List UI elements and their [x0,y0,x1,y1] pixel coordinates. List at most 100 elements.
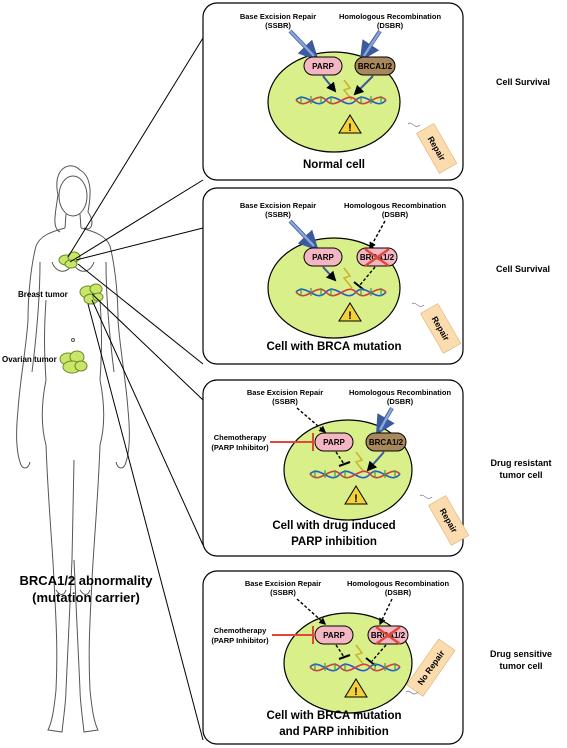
lightning-icon [354,644,365,666]
hr-label: Homologous Recombination [344,201,447,210]
chemo-label: Chemotherapy [214,626,267,635]
ber-pathway-dashed [296,598,327,625]
hr-arrow-inner [362,30,382,57]
warning-icon: ! [344,678,368,698]
brca-protein: BRCA1/2 [365,432,407,452]
chemo-inhibitor-line [272,626,314,644]
tag-string [405,690,419,695]
connector-lines [67,37,204,741]
outcome-label: Cell Survival [496,264,550,274]
carrier-title-line1: BRCA1/2 abnormality [20,573,154,588]
parp-inhibited-line [335,644,345,658]
panel-caption-line1: Cell with drug induced [272,520,395,532]
ber-label: Base Excision Repair [240,12,316,21]
outcome-label-line1: Drug sensitive [490,649,552,659]
cell-body [267,51,401,153]
svg-text:!: ! [348,122,352,134]
panel-caption: Cell with BRCA mutation [266,341,401,353]
brca-protein: BRCA1/2 [354,56,396,76]
brca-protein-mutated: BRCA1/2 [367,625,409,645]
dna-helix [295,96,387,105]
lightning-icon [354,451,365,473]
repair-tag: Repair [420,303,462,354]
brca-protein-mutated: BRCA1/2 [356,247,398,267]
tag-string [419,494,433,499]
chemo-sublabel: (PARP Inhibitor) [211,636,269,645]
connector-parp-top [91,293,204,401]
brca-inhibited-line [359,266,376,286]
breast-tumor-label: Breast tumor [18,290,68,299]
panel-normal-cell: Base Excision Repair (SSBR) Homologous R… [202,2,550,181]
brca-label: BRCA1/2 [358,62,393,71]
panel-synthetic-lethality: Base Excision Repair (SSBR) Homologous R… [202,570,552,745]
lightning-icon [342,267,353,289]
hr-sublabel: (DSBR) [377,21,404,30]
hr-label: Homologous Recombination [349,388,452,397]
panel-caption-line2: PARP inhibition [291,536,377,548]
figure-body [16,227,130,469]
svg-text:!: ! [354,686,358,698]
panel-caption-line2: and PARP inhibition [279,726,388,738]
panel-caption: Normal cell [303,159,365,171]
mutation-cross-icon [364,248,390,267]
connector-normal-bottom [69,179,204,263]
parp-label: PARP [323,631,345,640]
dna-helix [309,663,401,672]
parp-inhibited-line [335,451,345,465]
parp-protein: PARP [303,247,343,267]
dna-helix [309,470,401,479]
figure-hair [54,165,93,233]
outcome-label-line2: tumor cell [499,470,542,480]
ber-sublabel: (SSBR) [272,397,298,406]
lightning-icon [342,79,353,101]
tag-string [407,122,421,127]
hr-arrow-inner [378,407,394,431]
hr-pathway-dashed [369,220,386,250]
chemo-sublabel: (PARP Inhibitor) [211,443,269,452]
parp-protein: PARP [314,432,354,452]
parp-label: PARP [312,62,334,71]
carrier-title-line2: (mutation carrier) [32,590,140,605]
svg-text:!: ! [348,310,352,322]
parp-block-bar [338,654,351,660]
tumor-ovarian [59,350,88,374]
figure-head [58,175,88,217]
tumor-breast [79,283,104,305]
hr-sublabel: (DSBR) [387,397,414,406]
warning-icon: ! [338,302,362,322]
connector-sensitive [87,303,204,741]
hr-label: Homologous Recombination [339,12,442,21]
connector-parp-bottom [91,299,204,546]
repair-tag: Repair [428,495,470,546]
brca-inhibited-line [371,644,387,662]
parp-protein: PARP [303,56,343,76]
hr-label: Homologous Recombination [347,579,450,588]
repair-tag: Repair [416,123,458,174]
dna-helix [295,288,387,297]
panel-brca-mutation: Base Excision Repair (SSBR) Homologous R… [202,187,550,365]
connector-brca [75,227,204,261]
chemo-inhibitor-line [270,433,314,451]
connector-normal [67,37,204,258]
hr-sublabel: (DSBR) [385,588,412,597]
connector-brca-bottom [77,263,204,365]
svg-text:!: ! [354,493,358,505]
parp-to-dna-arrow [322,266,337,282]
chemo-label: Chemotherapy [214,433,267,442]
brca-to-dna-arrow [366,451,385,472]
brca-to-dna-arrow [353,75,374,96]
ovarian-tumor-label: Ovarian tumor [2,355,57,364]
ber-sublabel: (SSBR) [265,210,291,219]
brca-label: BRCA1/2 [369,438,404,447]
panel-caption-line1: Cell with BRCA mutation [266,710,401,722]
parp-block-bar [338,461,351,467]
outcome-label: Cell Survival [496,77,550,87]
ber-arrow-inner [289,220,315,247]
outcome-label-line2: tumor cell [499,661,542,671]
warning-icon: ! [338,114,362,134]
ber-label: Base Excision Repair [240,201,316,210]
hr-sublabel: (DSBR) [382,210,409,219]
parp-to-dna-arrow [322,75,337,93]
ber-pathway-dashed [296,407,327,433]
